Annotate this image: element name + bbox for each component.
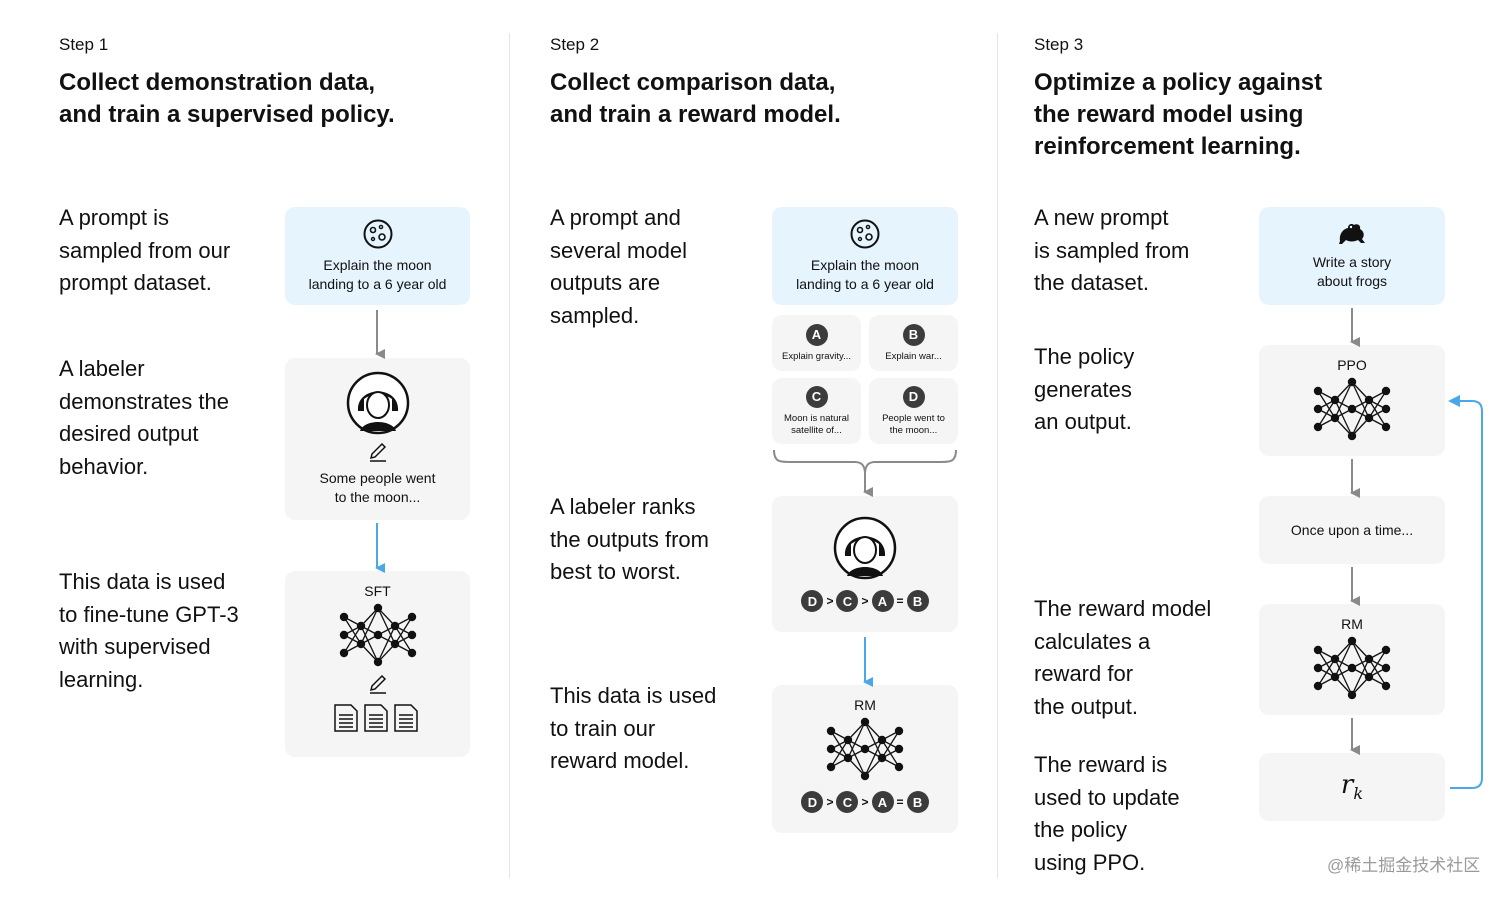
output-box-b: B Explain war...: [869, 315, 958, 371]
rank-sep-1: >: [826, 594, 834, 608]
step1-label: Step 1: [59, 35, 109, 54]
rank-letter-1: D: [801, 590, 824, 612]
step3-rm-box: RM: [1259, 604, 1445, 715]
step3-prompt-line2: about frogs: [1316, 273, 1388, 289]
step3-output-box: Once upon a time...: [1259, 496, 1445, 564]
documents-icon: [333, 704, 418, 732]
labeler-avatar-icon: [346, 371, 409, 435]
column-divider-2: [997, 33, 998, 878]
rm-ranking-row: D > C > A = B: [801, 791, 929, 813]
output-text-d-line2: the moon...: [889, 424, 938, 436]
step2-label: Step 2: [550, 35, 600, 54]
arrow-step3-reward-feedback: [1450, 400, 1483, 789]
step3-reward-box: rk: [1259, 753, 1445, 821]
pencil-icon: [369, 674, 386, 694]
step1-demo-line1: Some people went: [319, 470, 436, 486]
watermark: @稀土掘金技术社区: [1327, 856, 1481, 875]
step3-prompt-box: Write a story about frogs: [1259, 207, 1445, 305]
step2-rm-box: RM D > C > A = B: [772, 685, 958, 833]
rm-rank-letter-4: B: [906, 791, 929, 813]
moon-icon: [363, 219, 392, 249]
rm-rank-letter-2: C: [836, 791, 859, 813]
rank-letter-3: A: [871, 590, 894, 612]
arrow-step3-feedback-head: [1448, 395, 1460, 407]
reward-symbol: rk: [1340, 770, 1364, 804]
neural-network-icon: [1313, 636, 1391, 700]
output-box-a: A Explain gravity...: [772, 315, 861, 371]
frog-icon: [1339, 224, 1365, 244]
rank-letter-4: B: [906, 590, 929, 612]
rm-rank-sep-1: >: [826, 795, 834, 809]
neural-network-icon: [1313, 377, 1391, 441]
step2-prompt-line2: landing to a 6 year old: [796, 276, 934, 292]
output-letter-b: B: [902, 323, 925, 346]
output-text-a: Explain gravity...: [782, 350, 851, 362]
neural-network-icon: [826, 717, 904, 781]
rank-sep-3: =: [896, 594, 904, 608]
step1-prompt-line1: Explain the moon: [323, 257, 432, 273]
step1-title: Collect demonstration data, and train a …: [59, 69, 395, 128]
output-text-b: Explain war...: [885, 350, 942, 362]
step2-prompt-box: Explain the moon landing to a 6 year old: [772, 207, 958, 305]
step2-ranking-box: D > C > A = B: [772, 496, 958, 632]
ranking-row: D > C > A = B: [801, 590, 929, 612]
output-box-c: C Moon is natural satellite of...: [772, 378, 861, 444]
neural-network-icon: [339, 603, 416, 667]
rm-rank-sep-3: =: [896, 795, 904, 809]
step3-ppo-box: PPO: [1259, 345, 1445, 456]
step2-title: Collect comparison data, and train a rew…: [550, 69, 841, 128]
rm-rank-sep-2: >: [861, 795, 869, 809]
rank-sep-2: >: [861, 594, 869, 608]
output-text-c-line2: satellite of...: [791, 424, 842, 436]
bracket-step2-outputs: [773, 449, 957, 475]
pencil-icon: [369, 442, 386, 462]
ppo-label: PPO: [1337, 357, 1367, 373]
column-divider-1: [509, 33, 510, 878]
output-text-c-line1: Moon is natural: [784, 412, 849, 424]
output-letter-a: A: [805, 323, 828, 346]
moon-icon: [850, 219, 880, 249]
output-letter-c: C: [805, 385, 828, 408]
output-box-d: D People went to the moon...: [869, 378, 958, 444]
step1-demo-line2: to the moon...: [334, 489, 421, 505]
step1-sft-box: SFT: [285, 571, 470, 757]
step1-labeler-box: Some people went to the moon...: [285, 358, 470, 520]
labeler-avatar-icon: [833, 516, 897, 580]
step3-prompt-line1: Write a story: [1312, 254, 1392, 270]
generated-output-text: Once upon a time...: [1290, 521, 1414, 538]
step3-rm-label: RM: [1341, 616, 1363, 632]
rm-rank-letter-3: A: [871, 791, 894, 813]
step2-prompt-line1: Explain the moon: [810, 257, 920, 273]
step1-prompt-line2: landing to a 6 year old: [308, 276, 447, 292]
step3-label: Step 3: [1034, 35, 1084, 54]
sft-label: SFT: [364, 583, 391, 599]
rm-rank-letter-1: D: [801, 791, 824, 813]
output-text-d-line1: People went to: [882, 412, 945, 424]
step3-title: Optimize a policy against the reward mod…: [1034, 69, 1323, 160]
rank-letter-2: C: [836, 590, 859, 612]
rm-label: RM: [854, 697, 876, 713]
step1-prompt-box: Explain the moon landing to a 6 year old: [285, 207, 470, 305]
output-letter-d: D: [902, 385, 925, 408]
